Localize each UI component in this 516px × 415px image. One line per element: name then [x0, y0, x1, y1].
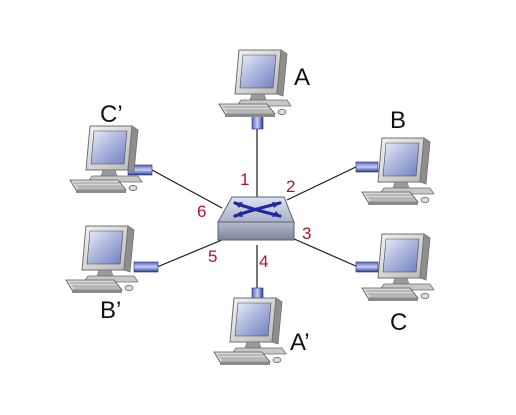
- host-label-A-prime: A’: [290, 329, 310, 356]
- connector-C: [355, 261, 379, 273]
- computer-icon-B-prime: [65, 225, 139, 294]
- connector-B-prime: [133, 261, 159, 273]
- connector-B: [355, 161, 379, 173]
- link-port-6: [151, 169, 223, 209]
- port-label-4: 4: [259, 252, 268, 271]
- port-label-1: 1: [240, 170, 249, 189]
- link-port-2: [286, 165, 359, 201]
- computer-icon-C-prime: [69, 125, 143, 194]
- link-port-5: [156, 239, 223, 268]
- host-label-C-prime: C’: [100, 101, 123, 128]
- port-label-3: 3: [302, 224, 311, 243]
- host-label-C: C: [390, 309, 407, 336]
- port-label-2: 2: [286, 177, 295, 196]
- port-label-5: 5: [208, 247, 217, 266]
- host-label-B: B: [390, 107, 406, 134]
- link-port-3: [291, 237, 359, 268]
- switch-icon: [217, 196, 295, 241]
- host-label-A: A: [294, 64, 310, 91]
- computer-icon-A-prime: [213, 297, 287, 366]
- computer-icon-A: [218, 49, 292, 118]
- port-label-6: 6: [197, 202, 206, 221]
- host-label-B-prime: B’: [100, 297, 121, 324]
